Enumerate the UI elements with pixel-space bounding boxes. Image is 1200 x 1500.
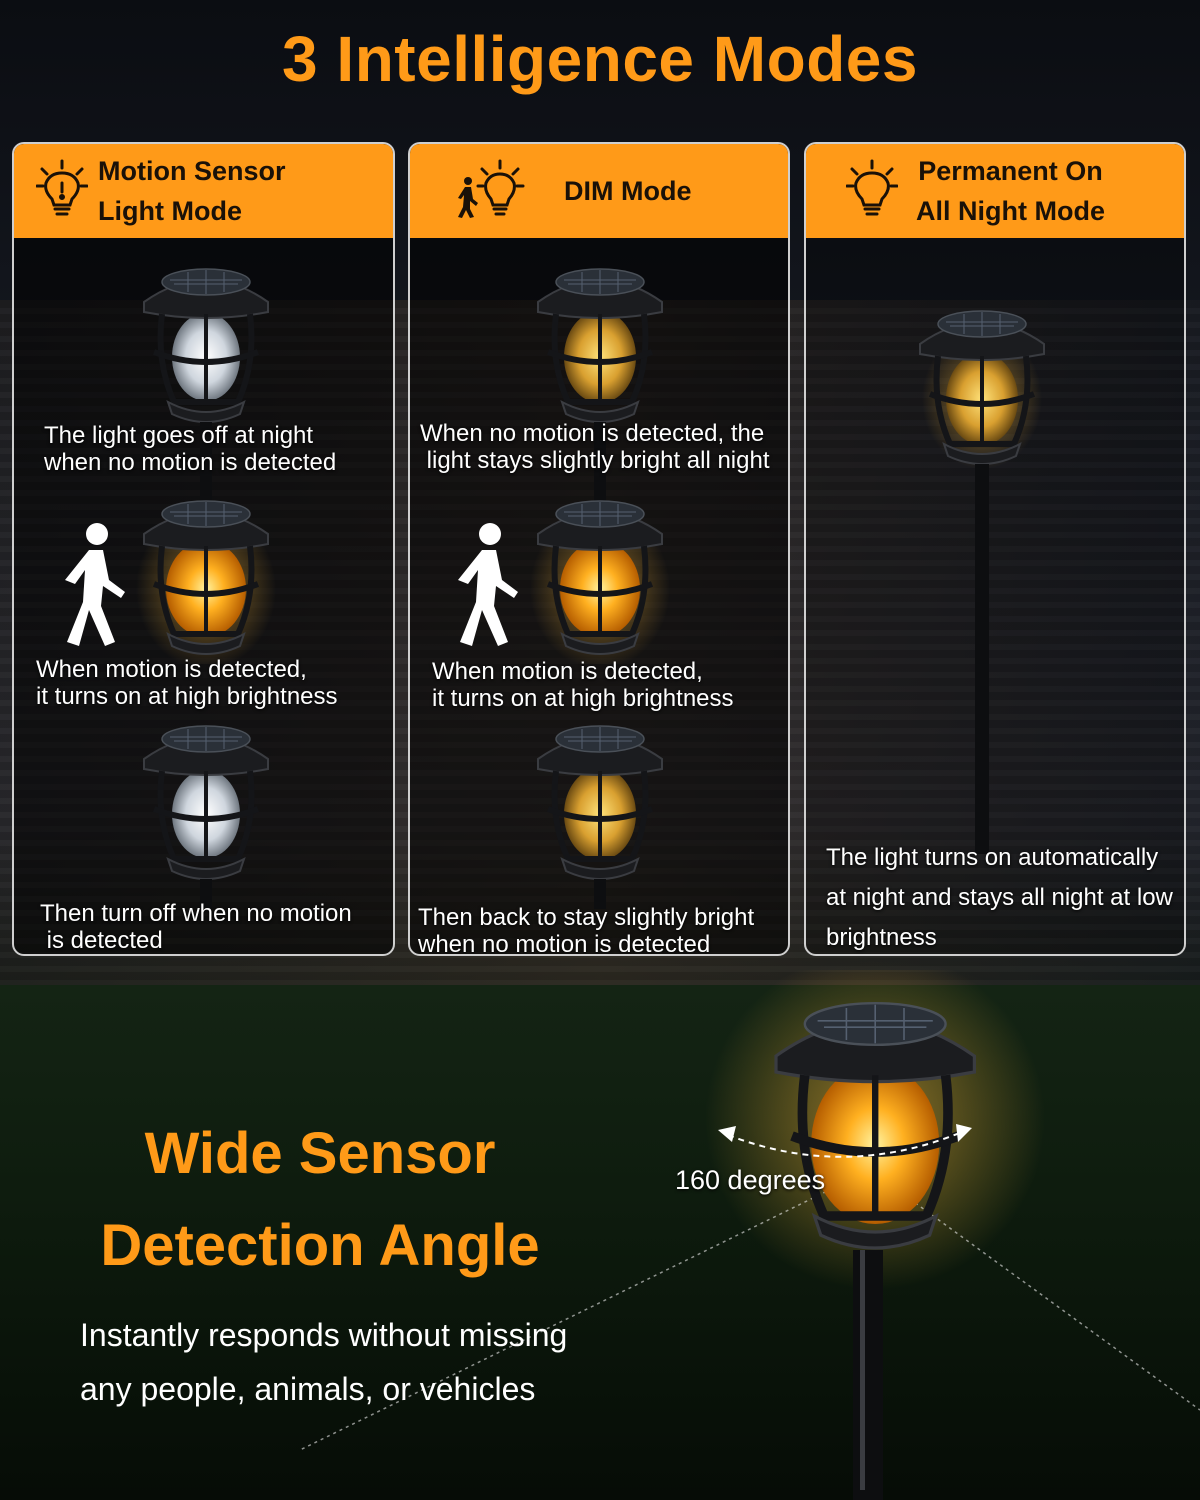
- caption-line: brightness: [826, 924, 937, 951]
- mode-panel-dim: DIM Mode When no motion is detected, the…: [408, 142, 790, 956]
- headline: 3 Intelligence Modes: [282, 23, 918, 95]
- dim-mode-icon: [458, 159, 526, 224]
- caption-line: light stays slightly bright all night: [420, 447, 770, 474]
- mode-panel-permanent-on: Permanent On All Night Mode The light tu…: [804, 142, 1186, 956]
- step-caption: The light turns on automatically at nigh…: [826, 838, 1173, 954]
- lamp-always-on-image: [902, 294, 1062, 854]
- sensor-title-line: Detection Angle: [100, 1213, 540, 1278]
- mode-panel-motion-sensor: Motion Sensor Light Mode The light goes …: [12, 142, 395, 956]
- mode-title: DIM Mode: [564, 176, 692, 206]
- caption-line: it turns on at high brightness: [432, 685, 734, 712]
- lamp-bright-image: [530, 484, 670, 664]
- caption-line: it turns on at high brightness: [36, 683, 338, 710]
- mode-title-line: Permanent On: [918, 156, 1103, 186]
- caption-line: is detected: [40, 927, 163, 954]
- step-caption: When motion is detected, it turns on at …: [36, 656, 338, 710]
- caption-line: when no motion is detected: [418, 931, 711, 956]
- caption-line: when no motion is detected: [44, 449, 337, 476]
- sensor-lamp-illustration: [299, 970, 1200, 1500]
- step-caption: When motion is detected, it turns on at …: [432, 658, 734, 712]
- sensor-description-line: any people, animals, or vehicles: [80, 1371, 536, 1407]
- step-caption: Then turn off when no motion is detected: [40, 900, 352, 954]
- caption-line: at night and stays all night at low: [826, 884, 1173, 911]
- light-bulb-icon: [845, 159, 899, 224]
- sensor-title: Wide Sensor Detection Angle: [70, 1108, 570, 1292]
- sensor-title-line: Wide Sensor: [144, 1121, 496, 1186]
- step-caption: The light goes off at night when no moti…: [44, 422, 336, 476]
- mode-title-line: Light Mode: [98, 196, 242, 226]
- sensor-description-line: Instantly responds without missing: [80, 1317, 568, 1353]
- mode-title-line: Motion Sensor: [98, 156, 286, 186]
- lamp-bright-image: [136, 484, 276, 664]
- caption-line: Then turn off when no motion: [40, 900, 352, 927]
- mode-title: Permanent On All Night Mode: [916, 151, 1105, 231]
- step-caption: When no motion is detected, the light st…: [420, 420, 770, 474]
- mode-header-dim: DIM Mode: [410, 144, 788, 238]
- lamp-off-image: [134, 709, 278, 909]
- step-caption: Then back to stay slightly bright when n…: [418, 904, 755, 956]
- mode-header-motion-sensor: Motion Sensor Light Mode: [14, 144, 393, 238]
- mode-title: Motion Sensor Light Mode: [98, 151, 286, 231]
- caption-line: When motion is detected,: [432, 658, 703, 685]
- mode-title-line: All Night Mode: [916, 196, 1105, 226]
- angle-label: 160 degrees: [675, 1165, 826, 1195]
- walking-person-icon: [65, 523, 125, 646]
- caption-line: When motion is detected,: [36, 656, 307, 683]
- mode-header-permanent-on: Permanent On All Night Mode: [806, 144, 1184, 238]
- sensor-description: Instantly responds without missing any p…: [80, 1308, 640, 1416]
- caption-line: The light turns on automatically: [826, 844, 1159, 871]
- lamp-dim-image: [528, 709, 672, 909]
- walking-person-icon: [458, 523, 518, 646]
- caption-line: Then back to stay slightly bright: [418, 904, 755, 931]
- light-bulb-icon: [35, 159, 89, 224]
- caption-line: The light goes off at night: [44, 422, 314, 449]
- caption-line: When no motion is detected, the: [420, 420, 765, 447]
